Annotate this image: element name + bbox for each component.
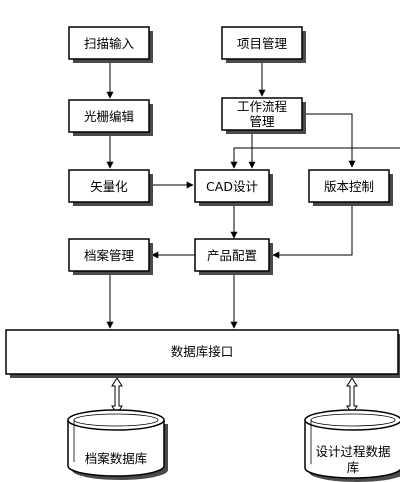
node-cad-design-label: CAD设计 xyxy=(206,179,258,194)
node-cad-design: CAD设计 xyxy=(194,169,273,206)
node-scan-input: 扫描输入 xyxy=(68,26,153,63)
node-version-control-label: 版本控制 xyxy=(324,179,374,194)
design-database-label-line2: 库 xyxy=(347,460,360,475)
node-product-config: 产品配置 xyxy=(194,238,273,275)
db-link-archive xyxy=(111,377,123,415)
edge-version-to-product xyxy=(272,201,353,259)
archive-database-label: 档案数据库 xyxy=(85,451,148,466)
node-raster-edit: 光栅编辑 xyxy=(68,99,153,136)
node-vectorize-label: 矢量化 xyxy=(90,179,128,194)
design-database-label-line1: 设计过程数据 xyxy=(315,444,390,459)
node-workflow-mgmt: 工作流程 管理 xyxy=(221,97,306,134)
db-interface-label: 数据库接口 xyxy=(171,344,234,359)
edge-workflow-to-version xyxy=(300,113,356,168)
node-project-mgmt-label: 项目管理 xyxy=(237,36,288,51)
node-archive-mgmt: 档案管理 xyxy=(68,238,153,275)
edge-side-to-cad xyxy=(230,147,400,169)
node-project-mgmt: 项目管理 xyxy=(221,26,306,63)
node-workflow-mgmt-label-line2: 管理 xyxy=(249,114,275,129)
node-product-config-label: 产品配置 xyxy=(207,248,257,263)
node-scan-input-label: 扫描输入 xyxy=(84,36,135,51)
archive-database-cylinder: 档案数据库 xyxy=(67,409,168,480)
node-archive-mgmt-label: 档案管理 xyxy=(84,248,135,263)
node-workflow-mgmt-label-line1: 工作流程 xyxy=(237,99,288,114)
db-interface-bar: 数据库接口 xyxy=(5,329,400,378)
node-version-control: 版本控制 xyxy=(308,169,393,206)
node-vectorize: 矢量化 xyxy=(68,169,153,206)
design-process-database-cylinder: 设计过程数据 库 xyxy=(304,409,400,482)
connectors xyxy=(106,59,400,329)
node-raster-edit-label: 光栅编辑 xyxy=(84,109,134,124)
db-link-design xyxy=(346,377,358,415)
